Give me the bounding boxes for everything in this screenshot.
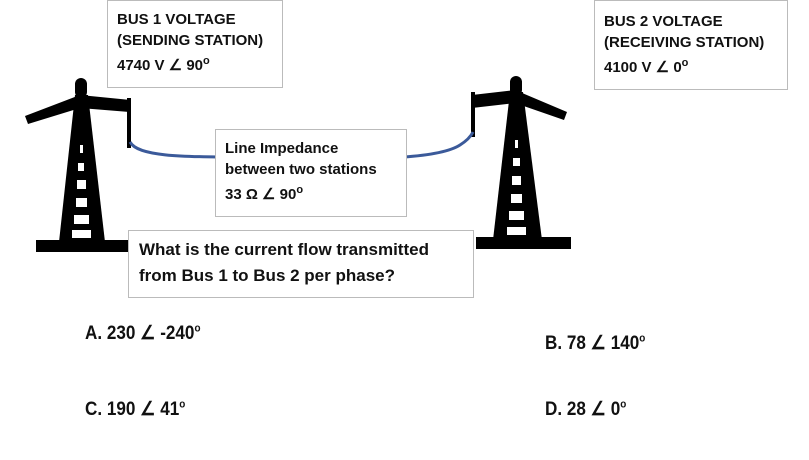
impedance-title: Line Impedance xyxy=(225,140,339,157)
bus2-title: BUS 2 VOLTAGE xyxy=(604,13,723,30)
tower-right-icon xyxy=(471,76,571,249)
bus1-title: BUS 1 VOLTAGE xyxy=(117,11,236,28)
bus1-voltage-box: BUS 1 VOLTAGE (SENDING STATION) 4740 V ∠… xyxy=(107,0,283,88)
bus2-value: 4100 V ∠ 0o xyxy=(604,57,689,76)
tower-left-icon xyxy=(25,78,131,252)
option-c[interactable]: C. 190 ∠ 41o xyxy=(85,398,186,420)
option-a[interactable]: A. 230 ∠ -240o xyxy=(85,322,201,344)
impedance-subtitle: between two stations xyxy=(225,161,377,178)
option-d[interactable]: D. 28 ∠ 0o xyxy=(545,398,627,420)
impedance-box: Line Impedance between two stations 33 Ω… xyxy=(215,129,407,217)
bus1-subtitle: (SENDING STATION) xyxy=(117,32,264,49)
question-box: What is the current flow transmitted fro… xyxy=(128,230,474,298)
question-line2: from Bus 1 to Bus 2 per phase? xyxy=(139,266,395,285)
question-line1: What is the current flow transmitted xyxy=(139,240,429,259)
bus2-voltage-box: BUS 2 VOLTAGE (RECEIVING STATION) 4100 V… xyxy=(594,0,788,90)
bus1-value: 4740 V ∠ 90o xyxy=(117,55,210,74)
impedance-value: 33 Ω ∠ 90o xyxy=(225,184,304,203)
option-b[interactable]: B. 78 ∠ 140o xyxy=(545,332,646,354)
bus2-subtitle: (RECEIVING STATION) xyxy=(604,34,765,51)
